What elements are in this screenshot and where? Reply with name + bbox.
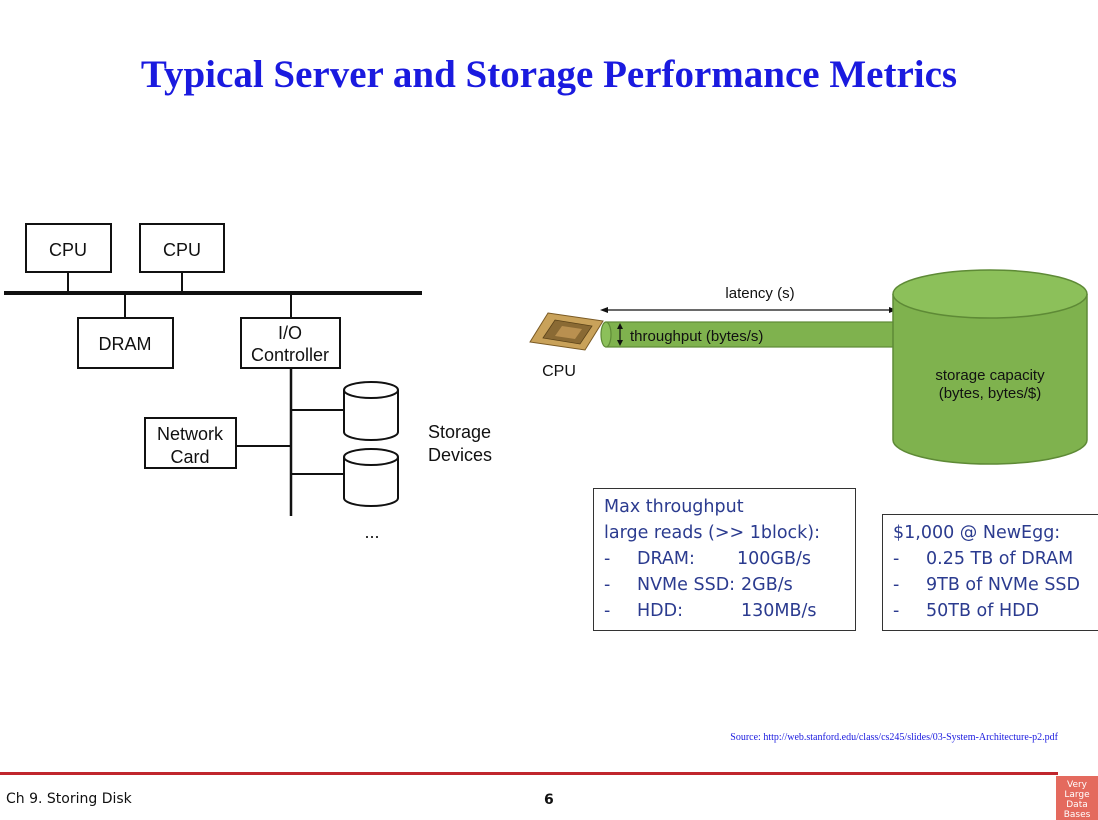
- cpu-label-2: CPU: [163, 240, 201, 260]
- capacity-label-line2: (bytes, bytes/$): [939, 385, 1042, 402]
- more-devices-ellipsis: ...: [364, 522, 379, 542]
- source-citation: Source: http://web.stanford.edu/class/cs…: [730, 732, 1058, 743]
- latency-label: latency (s): [725, 285, 794, 302]
- footer-chapter: Ch 9. Storing Disk: [6, 791, 132, 807]
- cost-heading: $1,000 @ NewEgg:: [893, 523, 1061, 543]
- list-item: - 50TB of HDD: [893, 601, 1040, 621]
- throughput-label: throughput (bytes/s): [630, 328, 763, 345]
- cost-info-box: $1,000 @ NewEgg: - 0.25 TB of DRAM - 9TB…: [882, 514, 1098, 631]
- network-card-box: [144, 417, 237, 469]
- list-item: - DRAM: 100GB/s: [604, 549, 811, 569]
- storage-label-line1: Storage: [428, 422, 491, 442]
- cpu-chip-label: CPU: [542, 363, 576, 380]
- slide-title: Typical Server and Storage Performance M…: [140, 53, 958, 96]
- vldb-logo: Very Large Data Bases: [1056, 776, 1098, 820]
- dram-box: [77, 317, 174, 369]
- storage-cylinder: [892, 269, 1088, 465]
- disk-icon: [343, 381, 399, 441]
- list-item: - 9TB of NVMe SSD: [893, 575, 1081, 595]
- list-item: - HDD: 130MB/s: [604, 601, 817, 621]
- dram-label: DRAM: [99, 334, 152, 354]
- cpu-chip-icon: [529, 312, 604, 351]
- storage-metrics-diagram: latency (s) throughput (bytes/s) CPU sto…: [529, 269, 1088, 465]
- throughput-info-box: Max throughput large reads (>> 1block): …: [593, 488, 856, 631]
- io-label-line1: I/O: [278, 323, 302, 343]
- network-label-line1: Network: [157, 424, 224, 444]
- disk-icon: [343, 448, 399, 507]
- throughput-heading: Max throughput: [604, 497, 744, 517]
- io-controller-box: [240, 317, 341, 369]
- list-item: - 0.25 TB of DRAM: [893, 549, 1074, 569]
- capacity-label-line1: storage capacity: [935, 367, 1045, 384]
- storage-label-line2: Devices: [428, 445, 492, 465]
- throughput-subheading: large reads (>> 1block):: [604, 523, 821, 543]
- io-label-line2: Controller: [251, 345, 329, 365]
- page-number: 6: [544, 792, 554, 808]
- list-item: - NVMe SSD: 2GB/s: [604, 575, 793, 595]
- network-label-line2: Card: [170, 447, 209, 467]
- cpu-label-1: CPU: [49, 240, 87, 260]
- footer-divider: [0, 772, 1058, 775]
- cpu-box-1: [25, 223, 112, 273]
- server-architecture: CPU CPU DRAM I/O Controller Network Card: [4, 223, 492, 542]
